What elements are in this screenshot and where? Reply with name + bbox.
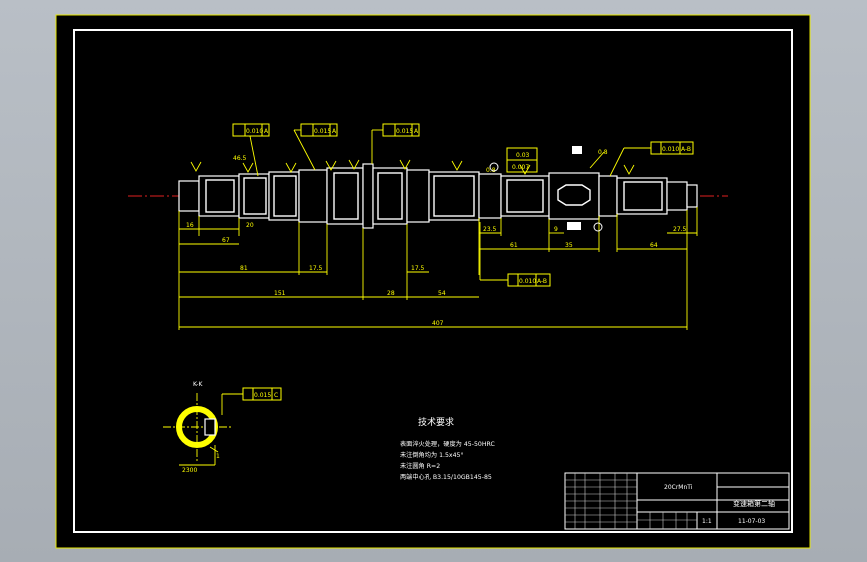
tol-4b-value: 0.007 [512, 164, 529, 171]
dim-20: 20 [246, 222, 254, 229]
dim-151: 151 [274, 290, 286, 297]
drawing-border [73, 29, 793, 533]
cutting-plane-markers [489, 146, 603, 232]
dim-27-5: 27.5 [673, 226, 687, 233]
drawing-sheet [55, 14, 811, 549]
tol-6-datum: A-B [537, 278, 547, 285]
dim-407: 407 [432, 320, 444, 327]
tolerance-frames [232, 123, 694, 401]
dim-23-5: 23.5 [483, 226, 497, 233]
title-block [564, 472, 790, 530]
title-scale: 1:1 [702, 518, 712, 525]
title-drawing-no: 11-07-03 [738, 518, 765, 525]
tol-3-value: 0.015 [396, 128, 413, 135]
tol-6-value: 0.010 [519, 278, 536, 285]
shaft-features [205, 172, 663, 220]
tol-7-datum: C [274, 392, 278, 399]
title-block-grid [565, 473, 697, 529]
tol-7-value: 0.015 [254, 392, 271, 399]
roughness-1: 0.8 [598, 149, 608, 156]
dim-9: 9 [554, 226, 558, 233]
title-material: 20CrMnTi [664, 484, 693, 491]
tol-2-datum: A [332, 128, 337, 135]
section-dim-label: 1 [216, 453, 220, 460]
tol-5-value: 0.010 [662, 146, 679, 153]
dimension-lines [178, 207, 698, 330]
dim-16: 16 [186, 222, 194, 229]
tol-2-value: 0.015 [314, 128, 331, 135]
dim-17-5b: 17.5 [411, 265, 425, 272]
dim-46-5: 46.5 [233, 155, 247, 162]
dim-17-5a: 17.5 [309, 265, 323, 272]
section-angle-label: 2300 [182, 467, 197, 474]
tech-requirements-title: 技术要求 [418, 416, 454, 428]
dim-61: 61 [510, 242, 518, 249]
tech-requirement-1: 表面淬火处理，硬度为 45-50HRC [400, 440, 495, 448]
dim-64: 64 [650, 242, 658, 249]
tol-1-datum: A [264, 128, 269, 135]
tol-3-datum: A [414, 128, 419, 135]
tol-1-value: 0.010 [246, 128, 263, 135]
section-label: K-K [193, 381, 203, 388]
dim-81: 81 [240, 265, 248, 272]
tech-requirement-2: 未注倒角均为 1.5x45° [400, 451, 464, 459]
roughness-2: 0.8 [486, 167, 496, 174]
leader-lines [190, 129, 651, 415]
dim-28: 28 [387, 290, 395, 297]
tol-4a-value: 0.03 [516, 152, 530, 159]
tech-requirement-4: 两端中心孔 B3.15/10GB145-85 [400, 473, 492, 481]
section-view [163, 393, 232, 466]
dim-54: 54 [438, 290, 446, 297]
dim-35: 35 [565, 242, 573, 249]
tol-5-datum: A-B [681, 146, 691, 153]
title-part-name: 变速箱第二轴 [733, 499, 775, 508]
tech-requirement-3: 未注圆角 R=2 [400, 462, 440, 470]
dim-67: 67 [222, 237, 230, 244]
